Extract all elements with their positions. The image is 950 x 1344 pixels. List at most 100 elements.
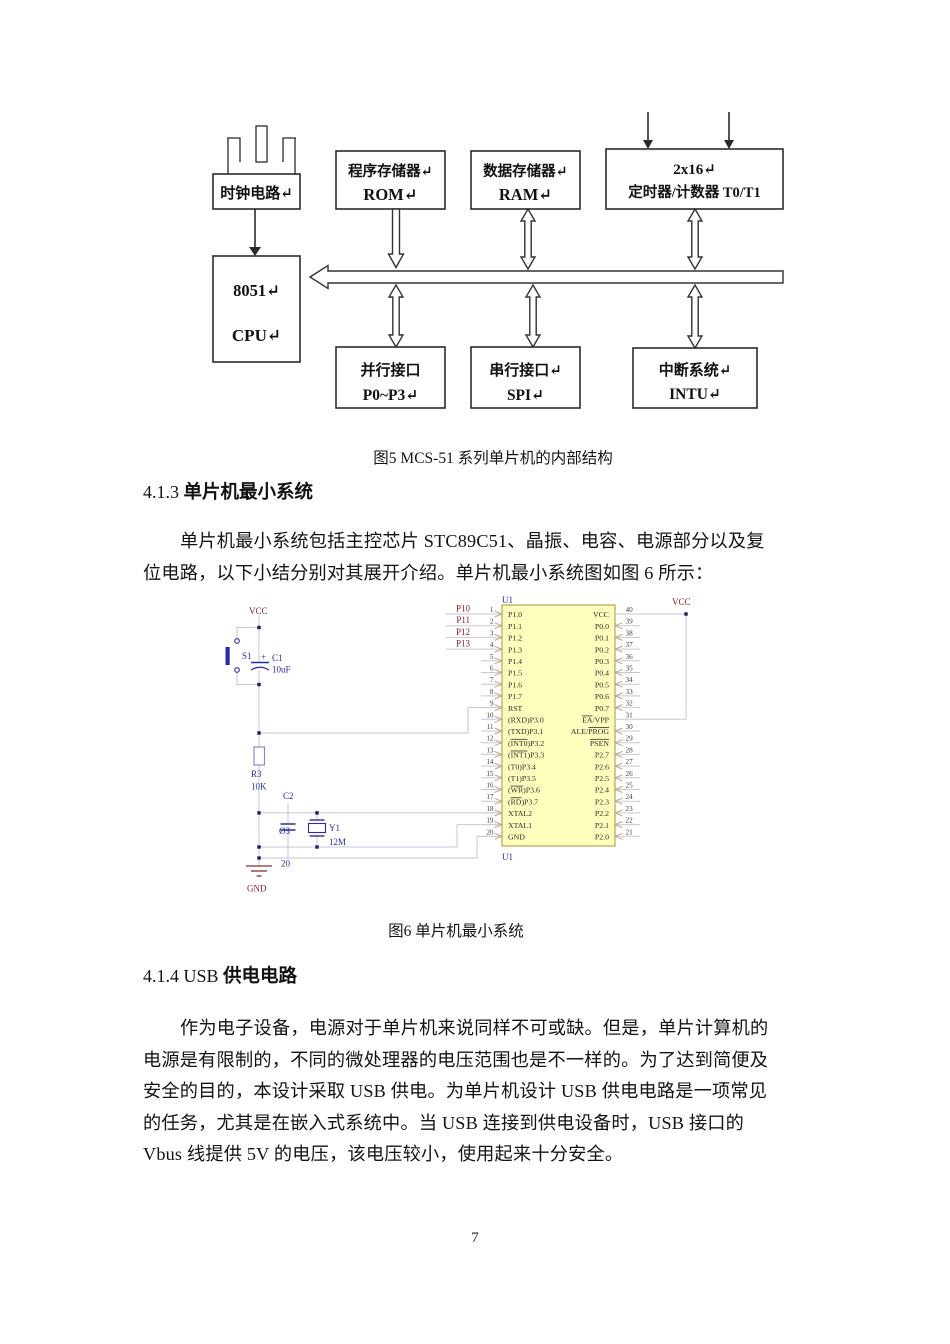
- reset-button-s1: [225, 638, 240, 673]
- parallel-port-box: [335, 346, 446, 409]
- pin-number: 34: [626, 676, 634, 684]
- pin-arrow-glyph: [613, 657, 623, 665]
- pin-arrow-glyph: [494, 832, 504, 840]
- pin-label: (T1)P3.5: [508, 774, 536, 783]
- pin-number: 38: [626, 629, 634, 637]
- pin-label: P2.0: [595, 833, 609, 842]
- clock-to-cpu-arrow: [249, 209, 261, 256]
- mcu-chip-body: [501, 604, 616, 847]
- paragraph-1-line: 位电路，以下小结分别对其展开介绍。单片机最小系统图如图 6 所示：: [143, 562, 714, 583]
- pin-label: (T0)P3.4: [508, 762, 536, 771]
- parallel-box-label-1: 并行接口: [360, 361, 420, 379]
- pin-label: P1.4: [508, 657, 522, 666]
- pin-arrow-glyph: [613, 704, 623, 712]
- serial-box-label-1: 串行接口↵: [489, 361, 562, 379]
- chip-right-pins: 40VCC39P0.038P0.137P0.236P0.335P0.434P0.…: [571, 606, 640, 842]
- pin-label: (INT1)P3.3: [508, 751, 544, 760]
- pin-arrow-glyph: [613, 821, 623, 829]
- pin-arrow-glyph: [494, 669, 504, 676]
- pin-number: 35: [626, 665, 634, 673]
- c2-label: C2: [283, 791, 294, 801]
- net-label-p13: P13: [456, 639, 471, 649]
- pin-number: 2: [490, 618, 494, 626]
- pin-number: 8: [490, 688, 494, 696]
- pin-arrow-glyph: [613, 739, 623, 747]
- fig6-schematic: 1P1.02P1.13P1.24P1.35P1.46P1.57P1.68P1.7…: [225, 595, 691, 894]
- pin-arrow-glyph: [613, 809, 623, 817]
- parallel-bus-double-arrow: [387, 283, 405, 349]
- pin-number: 17: [486, 793, 494, 801]
- serial-bus-double-arrow: [524, 283, 542, 349]
- section-heading-413: 4.1.3 单片机最小系统: [143, 478, 313, 504]
- pin-label: P2.5: [595, 774, 609, 783]
- pin-number: 7: [490, 676, 494, 684]
- y1-value: 12M: [329, 837, 346, 847]
- pin-label: P2.7: [595, 751, 609, 760]
- pin-label: P0.6: [595, 692, 609, 701]
- pin-label: P1.5: [508, 669, 522, 678]
- pin-number: 6: [490, 665, 494, 673]
- paragraph-2-line: 电源是有限制的，不同的微处理器的电压范围也是不一样的。为了达到简便及: [143, 1049, 769, 1070]
- pin-arrow-glyph: [613, 797, 623, 805]
- timer-box-label-2: 定时器/计数器 T0/T1: [628, 183, 761, 201]
- fig5-caption: 图5 MCS-51 系列单片机的内部结构: [373, 450, 613, 467]
- r3-label: R3: [251, 769, 262, 779]
- pin-arrow-glyph: [494, 657, 504, 665]
- paragraph-2-line: 作为电子设备，电源对于单片机来说同样不可或缺。但是，单片计算机的: [180, 1018, 769, 1038]
- pin-arrow-glyph: [613, 774, 623, 782]
- cpu-box-label-1: 8051↵: [233, 281, 280, 300]
- c2-value: Ø3: [279, 826, 290, 836]
- pin-number: 13: [486, 746, 494, 754]
- pin-label: P1.3: [508, 645, 522, 654]
- pin-number: 32: [626, 700, 634, 708]
- pin-label: GND: [508, 833, 525, 842]
- pin-arrow-glyph: [494, 750, 504, 758]
- rom-box-label-2: ROM↵: [363, 185, 417, 204]
- pin-label: P1.1: [508, 622, 522, 631]
- pin-label: ALE/PROG: [571, 727, 609, 736]
- interrupt-box-label-2: INTU↵: [669, 386, 721, 403]
- vcc-left-label: VCC: [249, 606, 268, 616]
- pin-number: 9: [490, 700, 494, 708]
- c1-value: 10uF: [272, 665, 291, 675]
- net-label-p10: P10: [456, 604, 471, 614]
- u1-designator-top: U1: [502, 595, 513, 605]
- c1-plus-sign: +: [261, 652, 266, 662]
- page-number: 7: [471, 1230, 479, 1246]
- chip-left-pins: 1P1.02P1.13P1.24P1.35P1.46P1.57P1.68P1.7…: [446, 606, 544, 842]
- pin-arrow-glyph: [494, 762, 504, 770]
- pin-label: P2.2: [595, 809, 609, 818]
- pin-label: (WR)P3.6: [508, 786, 540, 795]
- pin-label: P2.1: [595, 821, 609, 830]
- pin-number: 19: [486, 817, 494, 825]
- pin-label: P1.7: [508, 692, 522, 701]
- pin-label: P0.4: [595, 669, 609, 678]
- pin-label: (INT0)P3.2: [508, 739, 544, 748]
- pin-arrow-glyph: [494, 786, 504, 793]
- rom-box-label-1: 程序存储器↵: [348, 162, 433, 180]
- pin-arrow-glyph: [494, 633, 504, 641]
- clock-crystal-symbol: [227, 125, 296, 174]
- s1-label: S1: [242, 651, 252, 661]
- fig6-caption: 图6 单片机最小系统: [388, 923, 524, 940]
- paragraph-2-line: 安全的目的，本设计采取 USB 供电。为单片机设计 USB 供电电路是一项常见: [143, 1081, 768, 1102]
- pin-arrow-glyph: [494, 715, 504, 723]
- ram-box-label-2: RAM↵: [499, 185, 552, 204]
- bus-arrow: [308, 264, 784, 290]
- pin-label: EA/VPP: [582, 716, 610, 725]
- pin-label: P0.1: [595, 634, 609, 643]
- vcc-right-label: VCC: [672, 597, 691, 607]
- junction-dots: [257, 612, 688, 860]
- interrupt-box: [632, 347, 758, 409]
- ram-box: [470, 150, 581, 210]
- pin-number: 15: [486, 770, 494, 778]
- cpu-box-label-2: CPU↵: [232, 326, 281, 345]
- pin-number: 14: [486, 758, 494, 766]
- section-413-number: 4.1.3: [143, 482, 184, 502]
- pin-label: P1.2: [508, 634, 522, 643]
- resistor-r3: [253, 746, 266, 766]
- crystal-y1: [307, 819, 327, 837]
- pin-number: 25: [626, 782, 634, 790]
- pin-arrow-glyph: [494, 809, 504, 817]
